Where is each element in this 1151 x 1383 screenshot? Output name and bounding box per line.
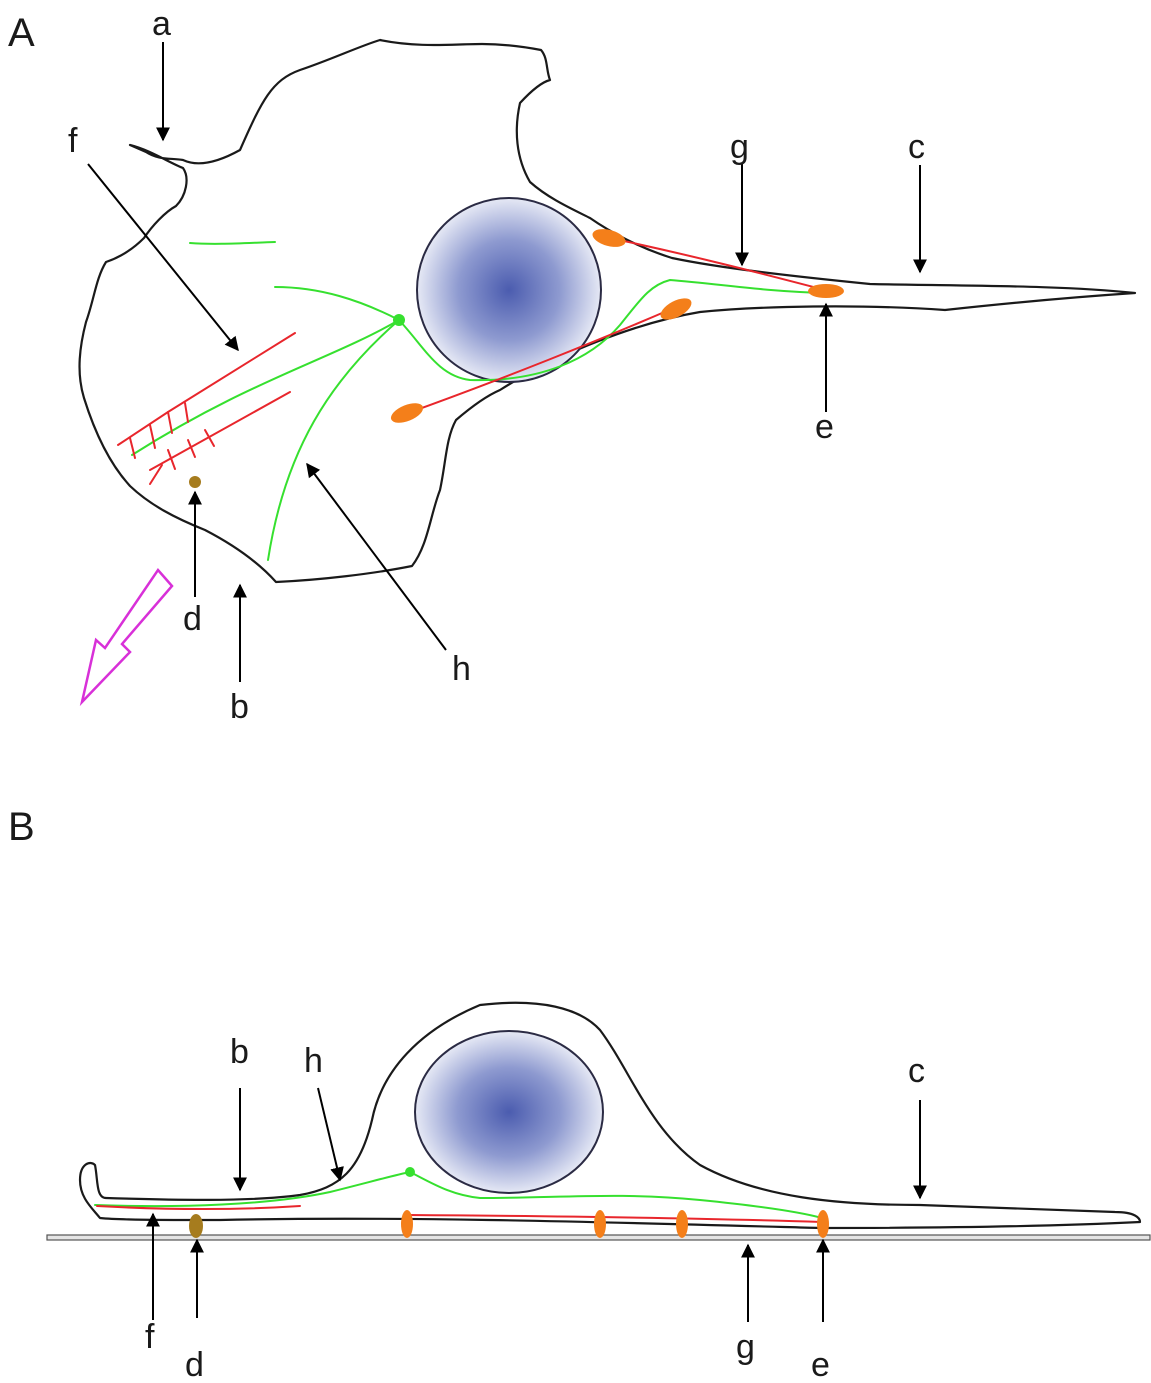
cell-outline-top-view bbox=[80, 40, 1135, 582]
panel-b: B bbox=[8, 805, 1150, 1383]
label-h: h bbox=[452, 650, 471, 688]
focal-complex bbox=[189, 1214, 203, 1238]
pointer-arrow-h bbox=[318, 1088, 340, 1180]
focal-adhesion bbox=[817, 1210, 829, 1238]
focal-adhesion bbox=[808, 284, 844, 298]
label-d: d bbox=[185, 1346, 204, 1383]
label-g: g bbox=[730, 128, 749, 166]
focal-adhesions bbox=[401, 1210, 829, 1238]
label-e: e bbox=[811, 1346, 830, 1383]
stress-fiber-branch bbox=[185, 403, 188, 422]
label-b: b bbox=[230, 688, 249, 726]
focal-complex bbox=[189, 476, 201, 488]
label-f: f bbox=[145, 1318, 155, 1356]
microtubule bbox=[275, 287, 399, 320]
panel-a-label: A bbox=[8, 11, 35, 55]
label-d: d bbox=[183, 600, 202, 638]
stress-fiber bbox=[118, 333, 295, 445]
focal-adhesion bbox=[388, 399, 426, 427]
stress-fiber bbox=[407, 1215, 822, 1222]
nucleus bbox=[417, 198, 601, 382]
microtubule bbox=[132, 320, 399, 455]
label-b: b bbox=[230, 1033, 249, 1071]
label-c: c bbox=[908, 1052, 925, 1090]
label-e: e bbox=[815, 408, 834, 446]
stress-fiber-branch bbox=[150, 425, 155, 448]
focal-adhesion bbox=[594, 1210, 606, 1238]
microtubule bbox=[190, 242, 275, 244]
label-f: f bbox=[68, 122, 78, 160]
label-g: g bbox=[736, 1328, 755, 1366]
microtubule bbox=[268, 320, 399, 560]
focal-adhesion bbox=[676, 1210, 688, 1238]
stress-fiber-branch bbox=[168, 412, 172, 433]
label-h: h bbox=[304, 1042, 323, 1080]
stress-fiber bbox=[610, 238, 825, 290]
pointer-arrow-f bbox=[88, 164, 238, 350]
microtubule bbox=[95, 1172, 410, 1206]
panel-a: A bbox=[8, 5, 1135, 726]
panel-b-label: B bbox=[8, 805, 35, 849]
focal-adhesion bbox=[401, 1210, 413, 1238]
migration-direction-arrow bbox=[82, 570, 172, 702]
label-a: a bbox=[152, 5, 171, 43]
label-c: c bbox=[908, 128, 925, 166]
nucleus bbox=[415, 1031, 603, 1193]
pointer-arrow-h bbox=[307, 464, 446, 650]
stress-fiber-branch bbox=[150, 465, 162, 484]
